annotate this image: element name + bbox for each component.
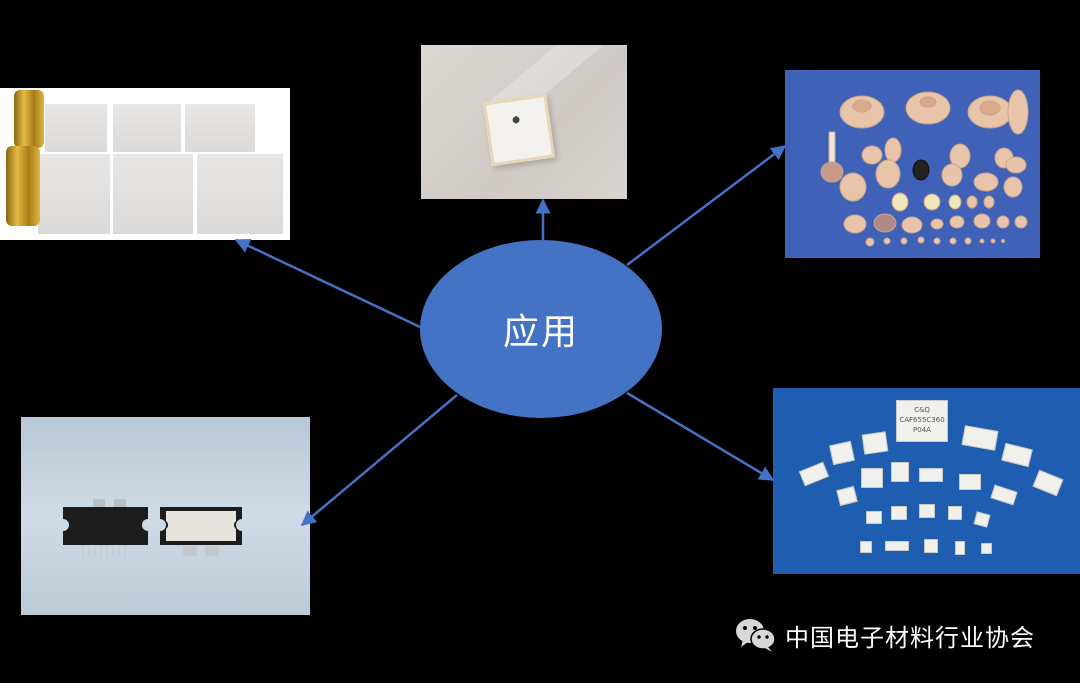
photo-saw-filters: C&Q CAF655C360 P04A: [773, 388, 1080, 574]
filter-chip: [919, 468, 943, 482]
center-node-label: 应用: [502, 312, 579, 353]
filter-chip: [919, 504, 935, 518]
filter-chip: [948, 506, 962, 520]
filter-chip: [959, 474, 981, 490]
ceramic-block: [197, 154, 283, 234]
photo-ceramic-filter: [0, 88, 290, 240]
filter-chip: [891, 506, 907, 520]
ceramic-block: [113, 104, 181, 152]
filter-chip: [891, 462, 909, 482]
watermark: 中国电子材料行业协会: [735, 617, 1035, 653]
arrow-to-saw-filters: [626, 391, 775, 482]
filter-chip: [955, 541, 965, 555]
ceramic-block: [113, 154, 193, 234]
filter-chip: [860, 541, 872, 553]
ceramic-block: [38, 154, 110, 234]
transistor-graphic: [63, 499, 242, 557]
sma-connector: [14, 90, 44, 148]
filter-chip: [866, 511, 882, 524]
filter-chip: [885, 541, 909, 551]
ceramic-block: [45, 104, 107, 152]
filter-chip-large: C&Q CAF655C360 P04A: [896, 400, 948, 442]
filter-chip: [924, 539, 938, 553]
arrow-to-power-transistor: [300, 394, 458, 526]
filter-chip: [981, 543, 992, 554]
photo-ceramic-resonators: [785, 70, 1040, 258]
photo-power-transistor: [21, 417, 310, 615]
center-node: 应用: [420, 240, 662, 418]
resonators-graphic: [820, 89, 1029, 247]
ceramic-block: [185, 104, 255, 152]
photo-patch-antenna: [421, 45, 627, 199]
filter-chip: [861, 468, 883, 488]
wechat-icon: [736, 619, 776, 652]
arrow-to-ceramic-filter: [234, 238, 421, 329]
watermark-text: 中国电子材料行业协会: [785, 623, 1035, 652]
arrow-to-ceramic-resonators: [626, 145, 787, 266]
sma-connector: [6, 146, 40, 226]
